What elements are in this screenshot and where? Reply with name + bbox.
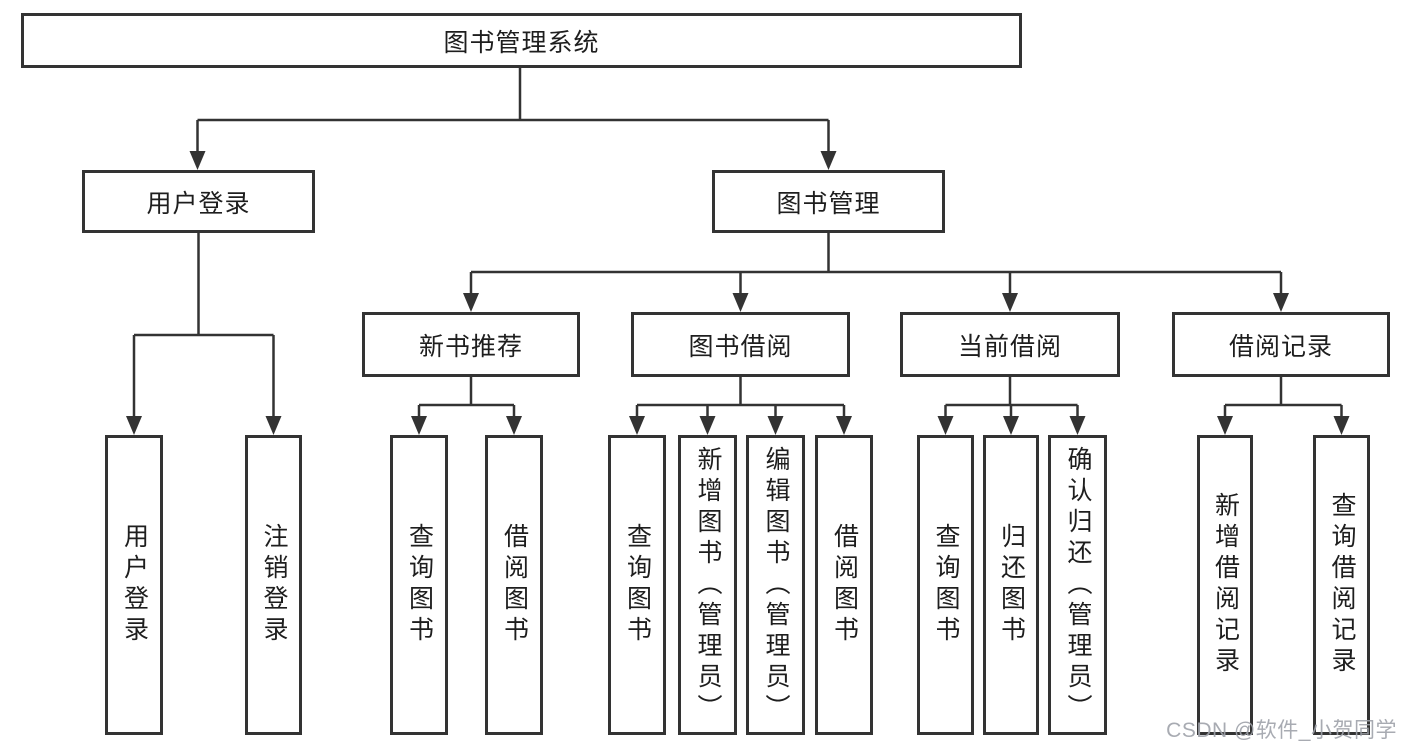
leaf-user-login: 用户登录 [105,435,163,735]
node-borrowing-records: 借阅记录 [1172,312,1390,377]
leaf-bor-borrow-books: 借阅图书 [815,435,873,735]
node-current-borrowing: 当前借阅 [900,312,1120,377]
leaf-rec-borrow-books: 借阅图书 [485,435,543,735]
csdn-watermark: CSDN @软件_小贺同学 [1166,719,1397,742]
arrowhead-icons [126,151,1350,435]
leaf-cur-query-books: 查询图书 [917,435,974,735]
leaf-rec-query-books: 查询图书 [390,435,448,735]
node-user-login: 用户登录 [82,170,315,233]
node-root: 图书管理系统 [21,13,1022,68]
leaf-brec-query-record: 查询借阅记录 [1313,435,1370,735]
leaf-cur-return-books: 归还图书 [983,435,1039,735]
node-book-borrowing: 图书借阅 [631,312,850,377]
leaf-cur-confirm-return-admin: 确认归还（管理员） [1048,435,1107,735]
node-book-management: 图书管理 [712,170,945,233]
leaf-brec-add-record: 新增借阅记录 [1197,435,1253,735]
leaf-logout: 注销登录 [245,435,302,735]
leaf-bor-edit-books-admin: 编辑图书（管理员） [746,435,805,735]
leaf-bor-add-books-admin: 新增图书（管理员） [678,435,737,735]
leaf-bor-query-books: 查询图书 [608,435,666,735]
node-new-book-recommendation: 新书推荐 [362,312,580,377]
